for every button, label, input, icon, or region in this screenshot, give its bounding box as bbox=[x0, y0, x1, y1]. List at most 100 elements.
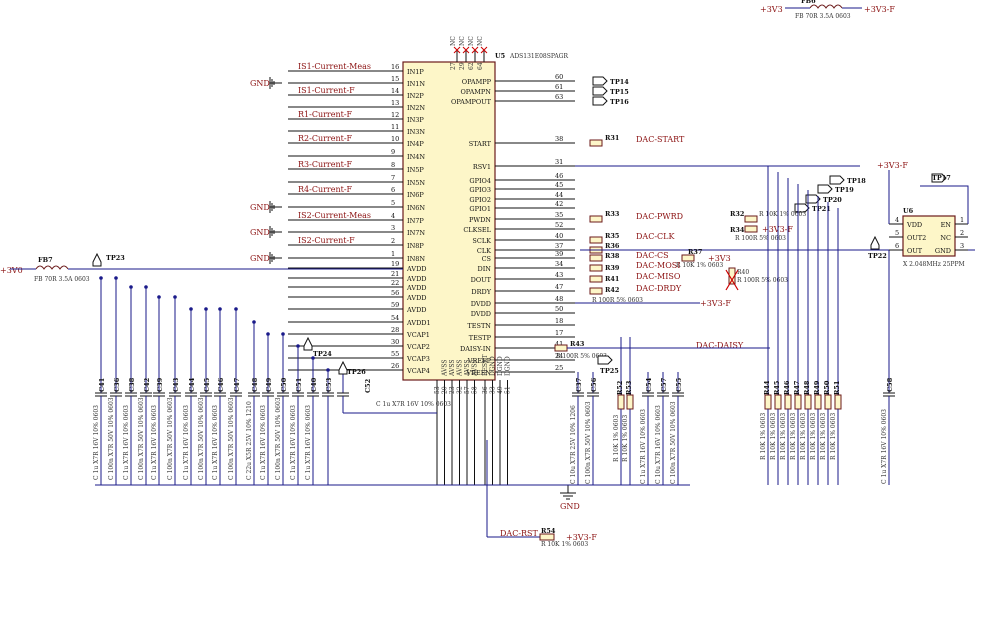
resistor bbox=[764, 394, 772, 410]
resistor-value: R 10K 1% 0603 bbox=[622, 415, 629, 462]
bottom-pin-name: RESET bbox=[482, 355, 489, 376]
left-pin-name: IN4N bbox=[407, 153, 425, 161]
resistor-value: R 10K 1% 0603 bbox=[613, 415, 620, 462]
power-label: +3V3 bbox=[760, 5, 783, 14]
cap-ref: C36 bbox=[113, 377, 121, 392]
left-pin-name: IN3P bbox=[407, 116, 424, 124]
net-label-drdy: DAC-DRDY bbox=[636, 284, 682, 293]
left-pin-name: AVDD bbox=[406, 275, 427, 283]
right-pin-name: GPIO4 bbox=[469, 177, 491, 185]
cap-value: C 10u X7R 16V 10% 0603 bbox=[655, 405, 662, 484]
left-pin-name: IN8N bbox=[407, 255, 425, 263]
resistor-value: R 10K 1% 0603 bbox=[759, 211, 806, 218]
resistor-ref: R50 bbox=[823, 380, 831, 395]
resistor-ref: R37 bbox=[688, 248, 702, 256]
left-pin-name: IN8P bbox=[407, 242, 424, 250]
bottom-pin-number: 51 bbox=[505, 386, 512, 394]
input-net-label: R4-Current-F bbox=[298, 185, 353, 194]
left-pin-number: 12 bbox=[391, 111, 399, 119]
junction-dot bbox=[266, 332, 270, 336]
testpoint-label: TP18 bbox=[847, 177, 866, 185]
resistor-value: R 10K 1% 0603 bbox=[770, 413, 777, 460]
right-pin-name: DOUT bbox=[471, 276, 492, 284]
left-pin-name: AVDD bbox=[406, 294, 427, 302]
osc-pin-number: 1 bbox=[960, 216, 964, 224]
testpoint-label: TP25 bbox=[600, 367, 619, 375]
resistor-value: R 10K 1% 0603 bbox=[830, 413, 837, 460]
testpoint-label: TP16 bbox=[610, 98, 629, 106]
right-pin-number: 63 bbox=[555, 93, 563, 101]
cap-ref: C53 bbox=[325, 377, 333, 392]
right-pin-name: START bbox=[469, 140, 492, 148]
bottom-pin-name: AVSS bbox=[457, 360, 464, 377]
cap-value: C 22u X5R 25V 10% 1210 bbox=[246, 401, 253, 480]
cap-value: C 100n X7R 50V 10% 0603 bbox=[138, 397, 145, 480]
cap-value: C 100n X7R 50V 10% 0603 bbox=[228, 397, 235, 480]
osc-pin-name: NC bbox=[940, 234, 951, 242]
cap-value: C 100n X7R 50V 10% 0603 bbox=[585, 401, 592, 484]
right-pin-number: 40 bbox=[555, 232, 563, 240]
top-pin-number: 27 bbox=[450, 62, 457, 70]
bottom-pin-name: AVSS bbox=[442, 360, 449, 377]
resistor-value: R 100R 5% 0603 bbox=[737, 277, 788, 284]
cap-value: C 100n X7R 50V 10% 0603 bbox=[198, 397, 205, 480]
testpoint-symbol bbox=[817, 184, 833, 194]
input-net-label: IS1-Current-F bbox=[298, 86, 355, 95]
left-pin-number: 10 bbox=[391, 135, 399, 143]
resistor bbox=[589, 275, 603, 283]
ic-u5-body bbox=[402, 61, 496, 381]
power-label: +3V3-F bbox=[566, 533, 597, 542]
right-pin-name: CS bbox=[482, 255, 491, 263]
left-pin-name: IN7N bbox=[407, 229, 425, 237]
cap-ref: C45 bbox=[203, 377, 211, 392]
testpoint-label: TP21 bbox=[812, 205, 831, 213]
right-pin-number: 31 bbox=[555, 158, 563, 166]
net-label-miso: DAC-MISO bbox=[636, 272, 681, 281]
gnd-label: GND bbox=[250, 254, 270, 263]
left-pin-number: 6 bbox=[391, 186, 395, 194]
cap-ref: C57 bbox=[660, 378, 668, 392]
resistor bbox=[824, 394, 832, 410]
power-label: +3V3-F bbox=[877, 161, 908, 170]
junction-dot bbox=[173, 295, 177, 299]
right-pin-name: DRDY bbox=[471, 288, 491, 296]
cap-ref: C38 bbox=[128, 377, 136, 392]
right-pin-number: 47 bbox=[555, 283, 563, 291]
resistor-value: R 100R 5% 0603 bbox=[556, 353, 607, 360]
testpoint-symbol bbox=[592, 76, 608, 86]
left-pin-number: 22 bbox=[391, 279, 399, 287]
resistor bbox=[589, 254, 603, 262]
resistor-ref: R40 bbox=[737, 269, 749, 276]
right-pin-number: 50 bbox=[555, 305, 563, 313]
cap-value: C 1u X7R 16V 10% 0603 bbox=[260, 405, 267, 480]
nc-mark bbox=[453, 46, 461, 54]
resistor-ref: R43 bbox=[570, 340, 585, 348]
left-pin-name: IN2N bbox=[407, 104, 425, 112]
resistor-ref: R32 bbox=[730, 210, 744, 218]
power-label: +3V0 bbox=[0, 266, 23, 275]
input-net-label: IS1-Current-Meas bbox=[298, 62, 371, 71]
resistor-value: R 100R 5% 0603 bbox=[735, 235, 786, 242]
input-net-label: R3-Current-F bbox=[298, 160, 353, 169]
power-label: +3V3 bbox=[708, 254, 731, 263]
cap-value: C 1u X7R 16V 10% 0603 bbox=[123, 405, 130, 480]
left-pin-number: 55 bbox=[391, 350, 399, 358]
nc-mark bbox=[471, 46, 479, 54]
gnd-label: GND bbox=[250, 79, 270, 88]
cap-ref: C41 bbox=[98, 378, 106, 392]
net-label-start: DAC-START bbox=[636, 135, 685, 144]
cap-value: C 1u X7R 16V 10% 0603 bbox=[305, 405, 312, 480]
bottom-pin-number: 32 bbox=[457, 386, 464, 394]
right-pin-number: 35 bbox=[555, 211, 563, 219]
testpoint-label: TP26 bbox=[347, 368, 366, 376]
junction-dot bbox=[157, 295, 161, 299]
left-pin-number: 56 bbox=[391, 289, 399, 297]
power-label: +3V3-F bbox=[864, 5, 895, 14]
testpoint-label: TP17 bbox=[932, 174, 951, 182]
resistor-value: R 10K 1% 0603 bbox=[800, 413, 807, 460]
bottom-pin-number: 58 bbox=[472, 386, 479, 394]
cap-value: C 100n X7R 50V 10% 0603 bbox=[108, 397, 115, 480]
gnd-label: GND bbox=[560, 502, 580, 511]
junction-dot bbox=[326, 368, 330, 372]
right-pin-number: 45 bbox=[555, 181, 563, 189]
